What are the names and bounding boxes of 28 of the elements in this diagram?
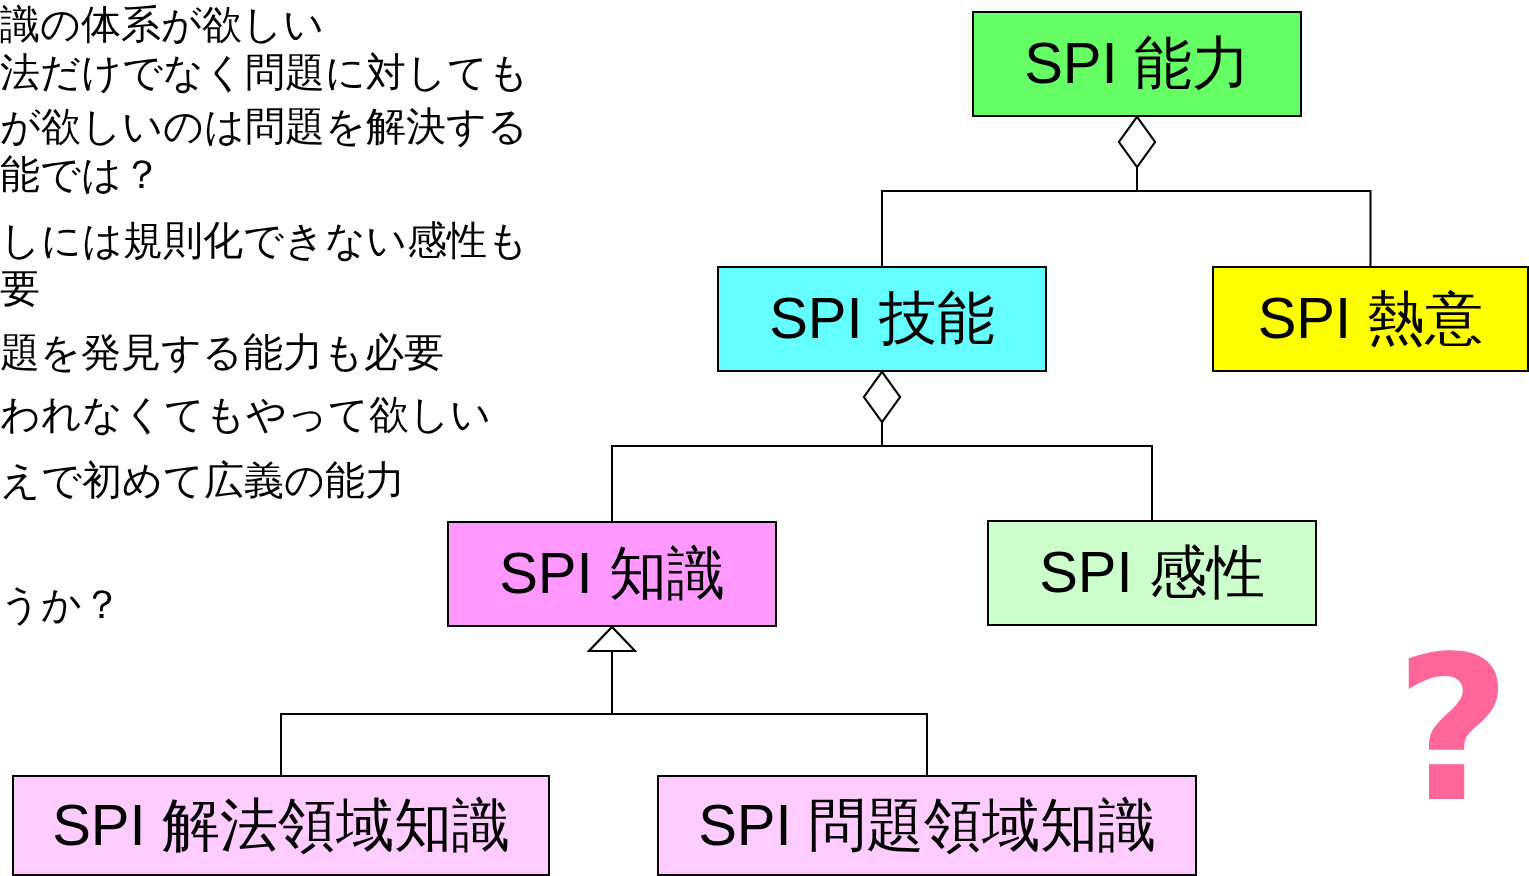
generalization-connector xyxy=(588,626,928,776)
body-text: 能では？ xyxy=(0,152,162,196)
class-name: SPI 能力 xyxy=(1024,29,1250,97)
question-mark: ? xyxy=(1395,630,1511,830)
class-name: SPI 解法領域知識 xyxy=(52,790,510,859)
class-name: SPI 熱意 xyxy=(1257,284,1484,352)
class-box xyxy=(972,11,1302,117)
body-text: うか？ xyxy=(0,582,122,626)
body-text: えで初めて広義の能力 xyxy=(0,458,405,502)
class-name: SPI 技能 xyxy=(769,284,995,352)
class-box xyxy=(12,775,550,876)
class-name: SPI 問題領域知識 xyxy=(698,790,1156,859)
body-text: 要 xyxy=(0,266,40,310)
class-name: SPI 知識 xyxy=(499,539,725,607)
aggregation-connector xyxy=(1118,116,1372,267)
body-text: しには規則化できない感性も xyxy=(0,218,528,262)
class-box xyxy=(717,266,1047,372)
class-box xyxy=(657,775,1197,876)
aggregation-connector xyxy=(863,371,1153,521)
body-text: が欲しいのは問題を解決する xyxy=(0,104,528,148)
class-box xyxy=(447,521,777,627)
body-text: われなくてもやって欲しい xyxy=(0,392,491,436)
body-text: 題を発見する能力も必要 xyxy=(0,330,444,374)
class-name: SPI 感性 xyxy=(1039,538,1265,606)
class-box xyxy=(1212,266,1529,372)
class-box xyxy=(987,520,1317,626)
body-text: 法だけでなく問題に対しても xyxy=(0,50,529,94)
body-text: 識の体系が欲しい xyxy=(0,2,324,46)
